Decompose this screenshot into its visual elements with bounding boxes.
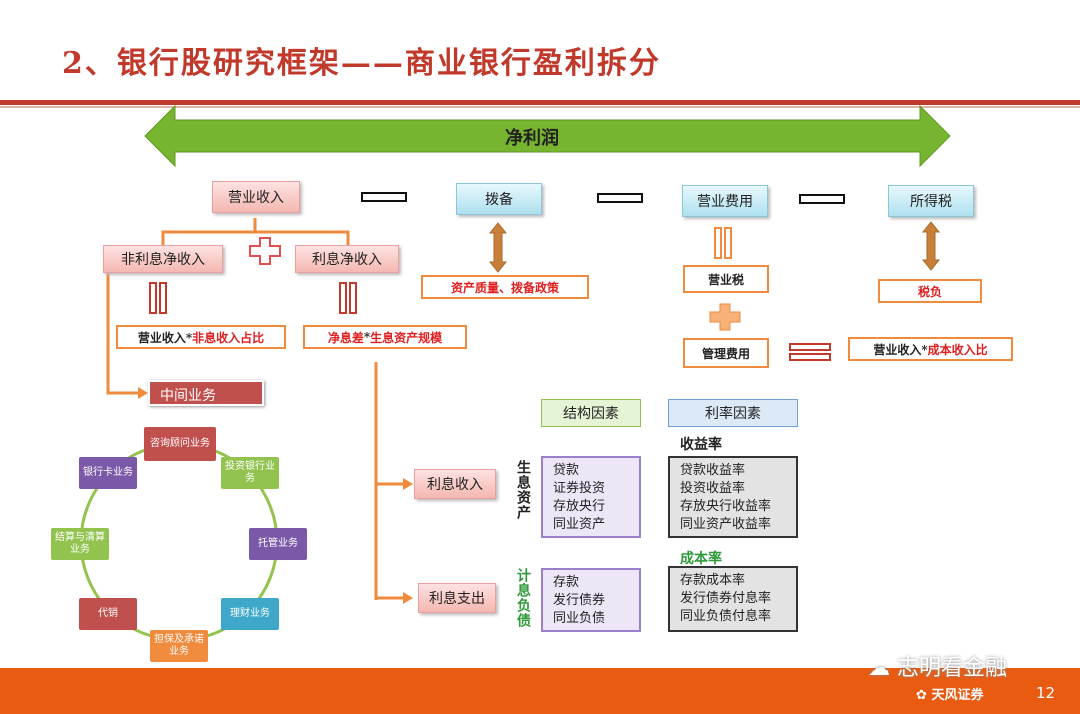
list-item: 同业资产收益率 — [680, 517, 772, 532]
earning-assets-scale-text: 生息资产规模 — [370, 330, 443, 345]
admin-expense-box: 管理费用 — [683, 338, 769, 368]
intermediate-arrowhead — [138, 387, 148, 399]
title-underline — [0, 100, 1080, 105]
yield-list: 贷款收益率 投资收益率 存放央行收益率 同业资产收益率 — [668, 456, 798, 538]
logo-text: 天风证券 — [931, 688, 984, 703]
income-tax-box: 所得税 — [888, 185, 974, 217]
list-item: 发行债券 — [553, 593, 606, 608]
yield-label: 收益率 — [680, 437, 722, 453]
expense-arrowhead — [403, 592, 413, 604]
list-item: 贷款 — [553, 463, 580, 478]
liability-list: 存款 发行债券 同业负债 — [541, 568, 641, 632]
tax-double-arrow — [921, 221, 941, 271]
business-node-guarantee: 担保及承诺业务 — [150, 630, 208, 662]
plus-sign-2 — [709, 303, 741, 331]
business-node-investment-banking: 投资银行业务 — [221, 457, 279, 489]
business-node-agency-sales: 代销 — [79, 598, 137, 630]
equals-sign-3 — [714, 227, 732, 259]
earning-assets-label: 生息资产 — [515, 460, 531, 520]
intermediate-connector — [106, 273, 140, 395]
non-interest-formula: 营业收入*非息收入占比 — [116, 325, 286, 349]
company-logo: ✿ 天风证券 — [916, 684, 983, 703]
net-profit-label: 净利润 — [505, 128, 559, 149]
business-node-consulting: 咨询顾问业务 — [144, 427, 216, 461]
equals-sign-4 — [789, 343, 831, 361]
list-item: 同业负债 — [553, 611, 606, 626]
minus-sign-1 — [361, 192, 407, 202]
watermark: ☁ 志明看金融 — [868, 650, 1007, 682]
revenue-box: 营业收入 — [212, 181, 300, 213]
formula-prefix: 营业收入* — [137, 330, 193, 345]
opex-box: 营业费用 — [682, 185, 768, 217]
net-interest-income-box: 利息净收入 — [295, 245, 399, 273]
title-underline-shadow — [0, 106, 1080, 108]
list-item: 存款 — [553, 575, 580, 590]
minus-sign-3 — [799, 194, 845, 204]
cost-rate-label: 成本率 — [680, 551, 722, 567]
equals-sign-1 — [149, 282, 167, 314]
plus-sign-1 — [249, 237, 281, 265]
revenue-bracket — [161, 218, 350, 245]
watermark-text: 志明看金融 — [897, 656, 1008, 681]
rate-factor-header: 利率因素 — [668, 399, 798, 427]
business-node-settlement: 结算与清算业务 — [51, 528, 109, 560]
net-interest-formula: 净息差*生息资产规模 — [303, 325, 467, 349]
income-arrowhead — [403, 478, 413, 490]
list-item: 证券投资 — [553, 481, 606, 496]
page-number: 12 — [1036, 684, 1056, 702]
structure-factor-header: 结构因素 — [541, 399, 641, 427]
cost-formula-prefix: 营业收入* — [873, 342, 928, 357]
list-item: 同业资产 — [553, 517, 606, 532]
interest-liabilities-label: 计息负债 — [515, 568, 531, 628]
page-title: 2、银行股研究框架——商业银行盈利拆分 — [62, 46, 661, 81]
business-node-custody: 托管业务 — [249, 528, 307, 560]
net-interest-margin-text: 净息差 — [327, 330, 364, 345]
interest-expense-box: 利息支出 — [418, 583, 496, 613]
cost-income-ratio-text: 成本收入比 — [927, 342, 988, 357]
list-item: 存款成本率 — [680, 573, 746, 588]
footer-bar — [0, 668, 1080, 714]
intermediate-business-header: 中间业务 — [148, 380, 264, 406]
interest-income-box: 利息收入 — [414, 469, 496, 499]
provision-box: 拨备 — [456, 183, 542, 215]
business-node-bank-card: 银行卡业务 — [79, 457, 137, 489]
cost-rate-list: 存款成本率 发行债券付息率 同业负债付息率 — [668, 566, 798, 632]
non-interest-income-box: 非利息净收入 — [103, 245, 223, 273]
list-item: 同业负债付息率 — [680, 609, 772, 624]
logo-icon: ✿ — [916, 688, 927, 703]
business-tax-box: 营业税 — [683, 265, 769, 293]
list-item: 贷款收益率 — [680, 463, 746, 478]
business-node-wealth-management: 理财业务 — [221, 598, 279, 630]
list-item: 存放央行收益率 — [680, 499, 772, 514]
cost-income-formula: 营业收入*成本收入比 — [848, 337, 1013, 361]
wechat-icon: ☁ — [868, 656, 890, 681]
provision-factor-box: 资产质量、拨备政策 — [421, 275, 589, 299]
formula-star: * — [363, 330, 371, 344]
provision-double-arrow — [488, 222, 508, 273]
minus-sign-2 — [597, 193, 643, 203]
formula-ratio: 非息收入占比 — [192, 330, 265, 345]
net-profit-arrow — [144, 104, 951, 168]
list-item: 发行债券付息率 — [680, 591, 772, 606]
tax-burden-box: 税负 — [878, 279, 982, 303]
asset-list: 贷款 证券投资 存放央行 同业资产 — [541, 456, 641, 538]
interest-tree — [374, 362, 405, 600]
list-item: 存放央行 — [553, 499, 606, 514]
list-item: 投资收益率 — [680, 481, 746, 496]
equals-sign-2 — [339, 282, 357, 314]
